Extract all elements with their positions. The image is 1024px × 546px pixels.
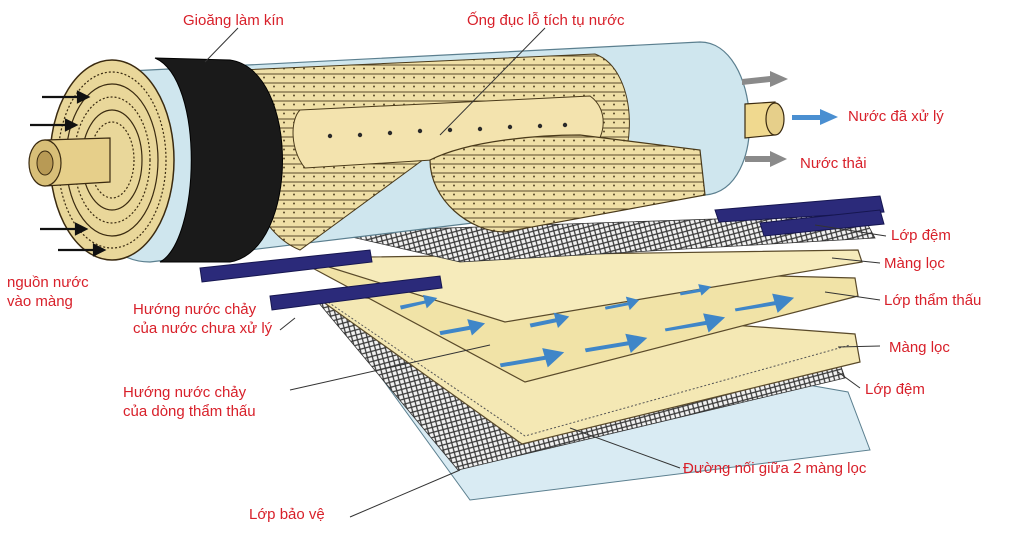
perforated-tube-label: Ống đục lỗ tích tụ nước — [467, 12, 625, 29]
top-spacer-label: Lớp đệm — [891, 227, 951, 244]
membrane-seam-line — [324, 299, 851, 437]
permeate-flow-label-line2: của dòng thẩm thấu — [123, 403, 256, 420]
permeate-flow-label-line1: Hướng nước chảy — [123, 384, 247, 401]
feed-inlet-label-line1: nguồn nước — [7, 274, 89, 291]
waste-water-arrow-top — [742, 71, 788, 87]
membrane-seam-label: Đường nối giữa 2 màng lọc — [683, 460, 867, 477]
permeate-layer-label: Lớp thẩm thấu — [884, 292, 982, 309]
feed-flow-label-line2: của nước chưa xử lý — [133, 320, 273, 337]
gasket-label: Gioăng làm kín — [183, 12, 284, 29]
tube-perforation-holes — [327, 122, 568, 139]
feed-water-bars — [199, 195, 885, 311]
treated-water-arrow — [792, 109, 838, 125]
leader-lines — [204, 27, 887, 518]
feed-inlet-label-line2: vào màng — [7, 293, 73, 310]
bottom-spacer-label: Lớp đệm — [865, 381, 925, 398]
permeate-flow-arrows — [399, 284, 795, 368]
top-spacer-mesh — [329, 213, 876, 263]
treated-water-label: Nước đã xử lý — [848, 108, 944, 125]
top-membrane-sheet — [299, 249, 863, 323]
unrolled-membrane-leaf — [429, 134, 706, 233]
bottom-membrane-label: Màng lọc — [889, 339, 950, 356]
protective-layer-label: Lớp bảo vệ — [249, 506, 325, 523]
feed-inlet-arrows — [30, 90, 107, 257]
roll-end-face — [49, 59, 175, 261]
center-tube-front — [28, 137, 111, 187]
waste-water-label: Nước thải — [800, 155, 867, 172]
center-tube-outlet — [744, 101, 785, 139]
gasket-ring — [154, 57, 283, 263]
top-membrane-label: Màng lọc — [884, 255, 945, 272]
waste-water-arrow-bottom — [745, 151, 787, 167]
feed-flow-label-line1: Hướng nước chảy — [133, 301, 257, 318]
